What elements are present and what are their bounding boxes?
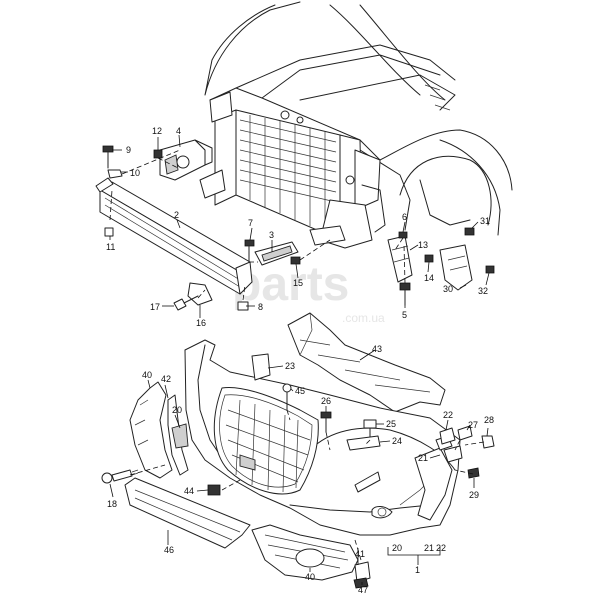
callout-25: 25 <box>386 419 396 429</box>
callout-45: 45 <box>295 386 305 396</box>
left-side-trim <box>129 381 189 479</box>
leader-lines <box>109 134 490 585</box>
callout-46: 46 <box>164 545 174 555</box>
callout-17: 17 <box>150 302 160 312</box>
callout-42: 42 <box>161 374 171 384</box>
watermark-domain: .com.ua <box>342 311 385 325</box>
fog-lamp-grille-40 <box>251 524 359 581</box>
hardware-top <box>102 145 495 311</box>
callout-41: 41 <box>355 549 365 559</box>
callout-2: 2 <box>174 210 179 220</box>
callout-22-top: 22 <box>443 410 453 420</box>
callout-26: 26 <box>321 396 331 406</box>
callout-9: 9 <box>126 145 131 155</box>
callout-16: 16 <box>196 318 206 328</box>
callout-3: 3 <box>269 230 274 240</box>
callout-27: 27 <box>468 420 478 430</box>
radiator-carrier <box>199 91 386 249</box>
towing-eye-18 <box>101 469 139 484</box>
callout-40-left: 40 <box>142 370 152 380</box>
callout-32: 32 <box>478 286 488 296</box>
callout-20-left: 20 <box>172 405 182 415</box>
callout-10: 10 <box>130 168 140 178</box>
callout-18: 18 <box>107 499 117 509</box>
callout-24: 24 <box>392 436 402 446</box>
callout-15: 15 <box>293 278 303 288</box>
callout-14: 14 <box>424 273 434 283</box>
watermark-brand: parts <box>232 258 349 311</box>
callout-31: 31 <box>480 216 490 226</box>
callout-44: 44 <box>184 486 194 496</box>
callout-13: 13 <box>418 240 428 250</box>
callout-22-bottom: 22 <box>436 543 446 553</box>
callout-29: 29 <box>469 490 479 500</box>
callout-6: 6 <box>402 212 407 222</box>
callout-40-bottom: 40 <box>305 572 315 582</box>
callout-21-right: 21 <box>418 453 428 463</box>
callout-47: 47 <box>358 585 368 595</box>
license-plate-holder-46 <box>124 477 251 549</box>
callout-4: 4 <box>176 126 181 136</box>
energy-absorber-43 <box>287 312 446 413</box>
callout-5: 5 <box>402 310 407 320</box>
car-body-outline <box>204 1 513 236</box>
callout-20-bottom: 20 <box>392 543 402 553</box>
callout-8: 8 <box>258 302 263 312</box>
assembly-dash-lines-top <box>109 149 406 301</box>
radiator-grille <box>213 386 319 495</box>
callout-1: 1 <box>415 565 420 575</box>
callout-23: 23 <box>285 361 295 371</box>
callout-43: 43 <box>372 344 382 354</box>
callout-21-bottom: 21 <box>424 543 434 553</box>
callout-28: 28 <box>484 415 494 425</box>
callout-12: 12 <box>152 126 162 136</box>
callout-7: 7 <box>248 218 253 228</box>
bumper-reinforcement <box>95 139 473 306</box>
callout-11: 11 <box>106 242 115 252</box>
hardware-bottom <box>207 353 495 589</box>
callout-numbers: 9 10 11 12 4 2 7 3 8 15 16 17 6 13 14 5 … <box>106 126 494 595</box>
callout-30: 30 <box>443 284 453 294</box>
